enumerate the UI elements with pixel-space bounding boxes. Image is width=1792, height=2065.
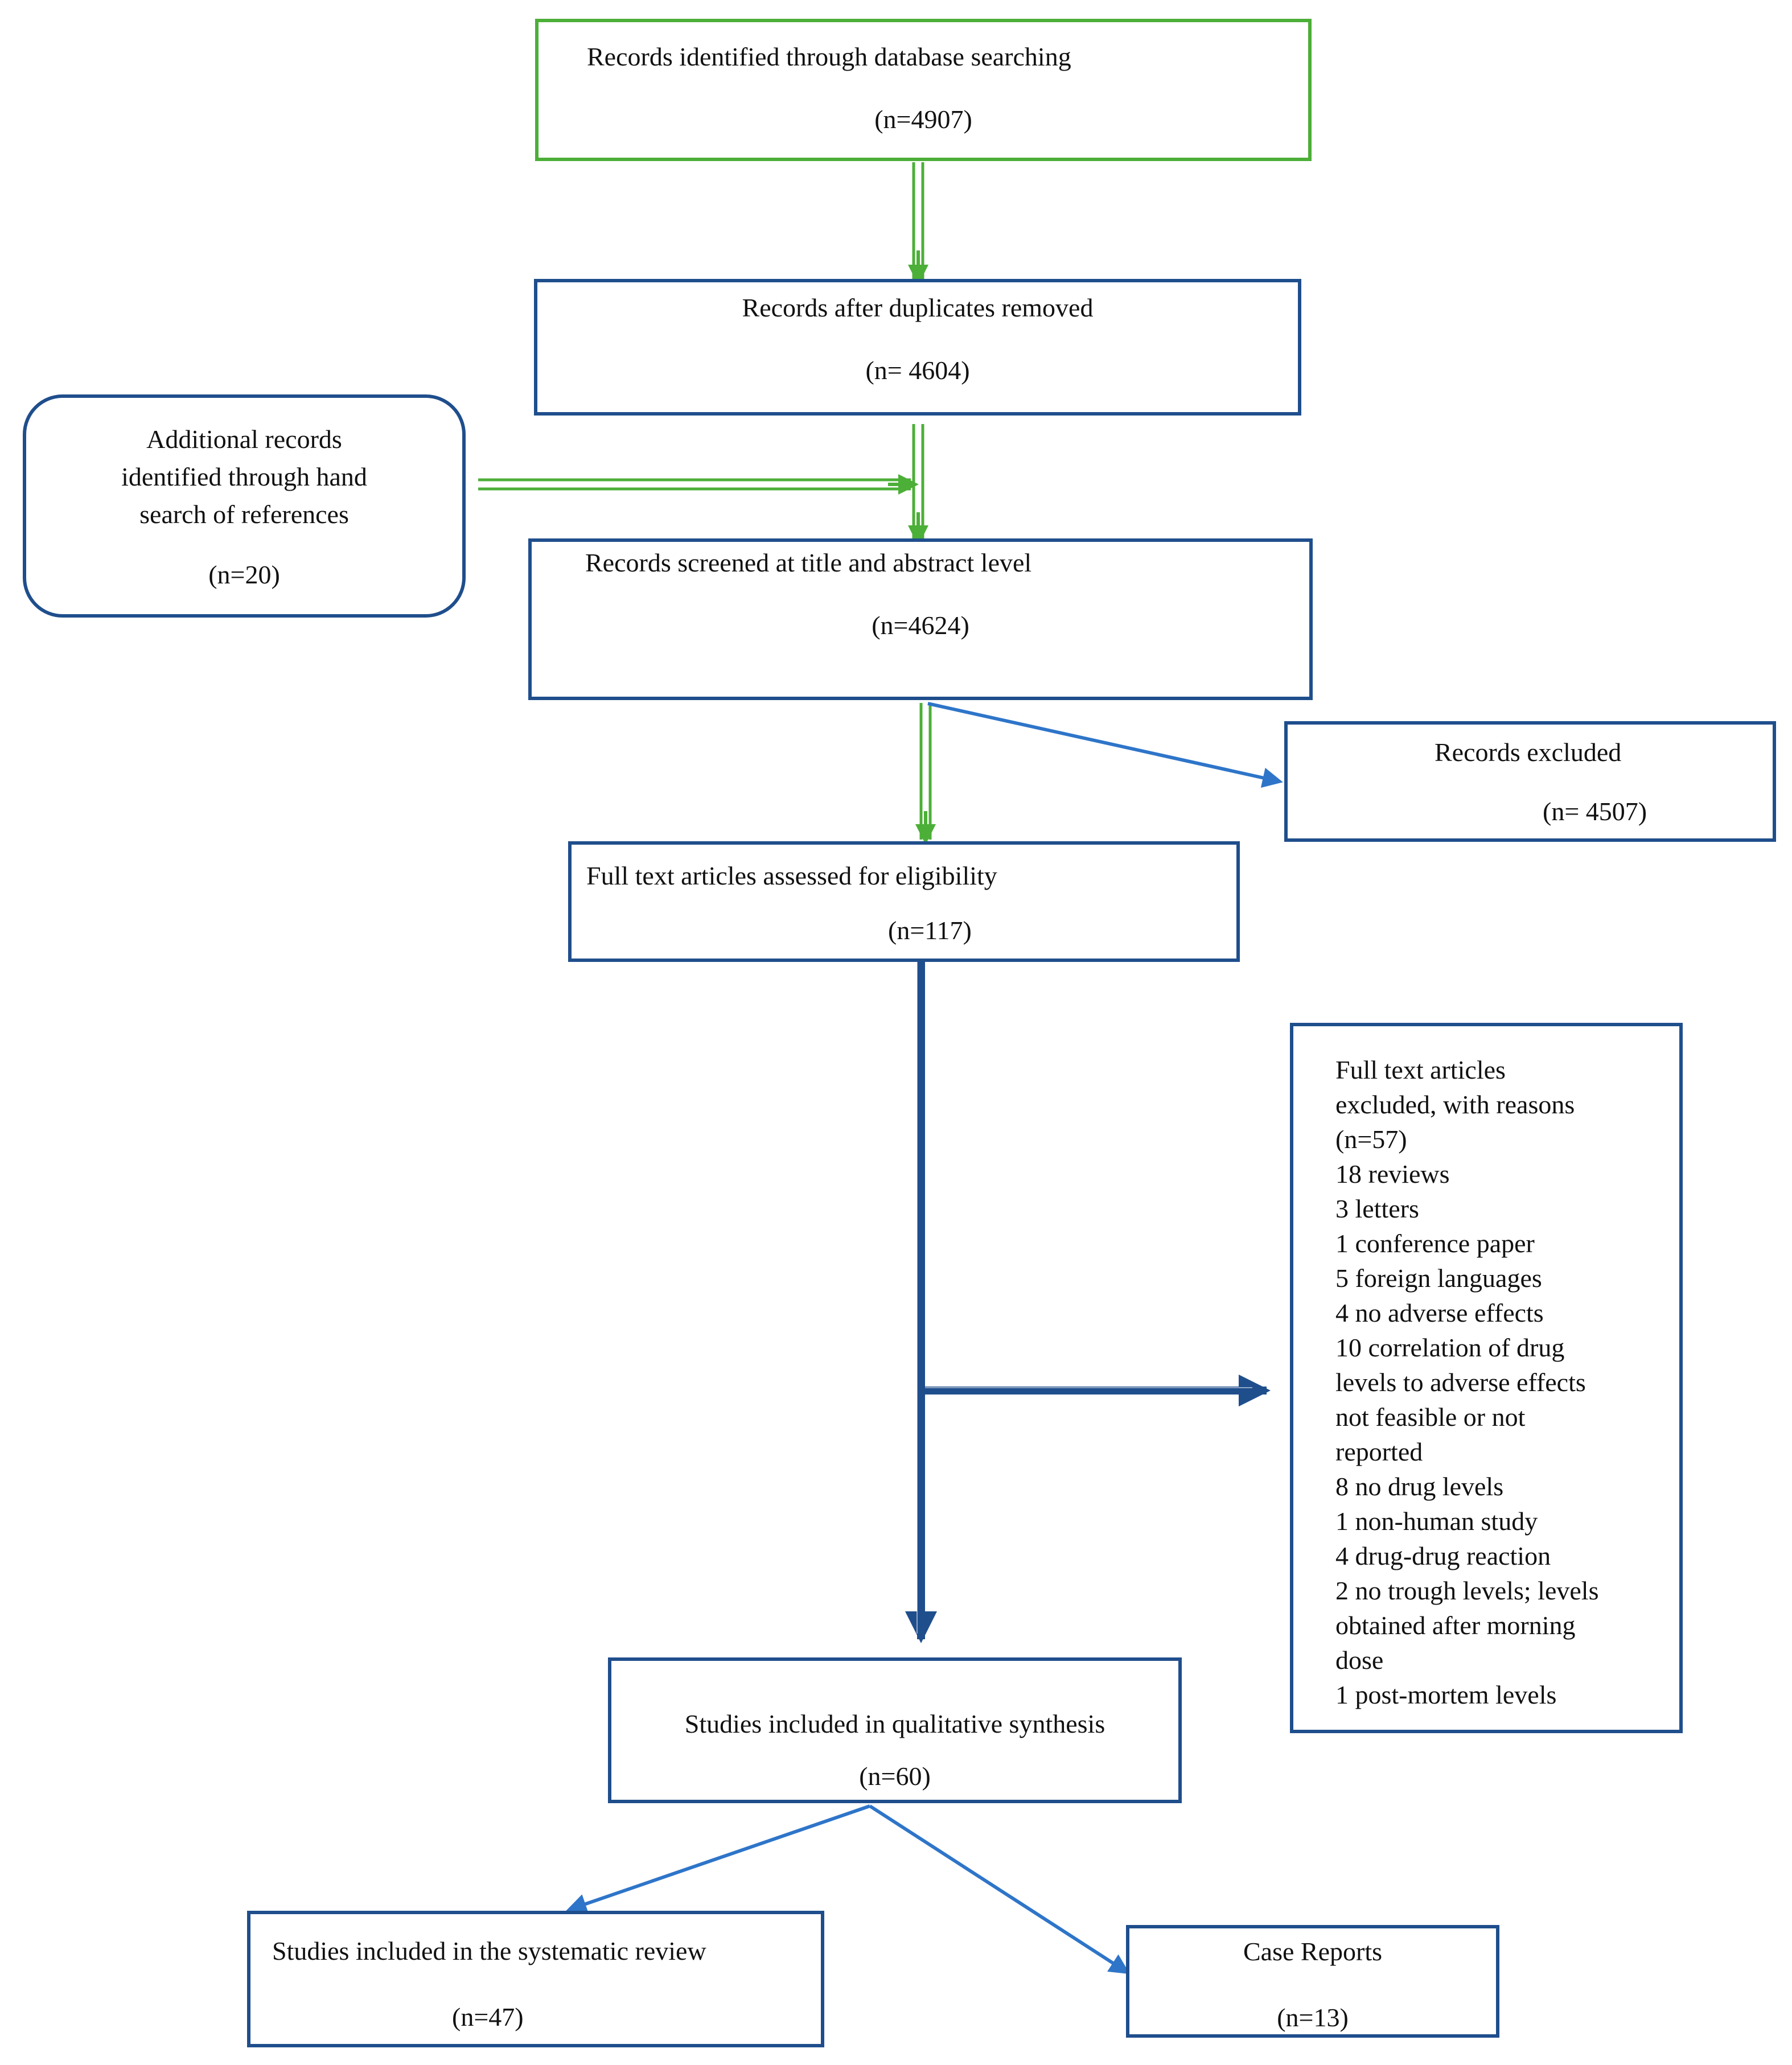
- exclusion-line: 2 no trough levels; levels: [1335, 1576, 1599, 1605]
- arrow-to-full-text-excluded: [921, 1375, 1271, 1406]
- arrow-qualitative-to-case-reports: [869, 1804, 1131, 1974]
- arrow-screened-to-full-text: [915, 703, 936, 845]
- records-excluded-count: (n= 4507): [1543, 797, 1647, 826]
- case-reports-title: Case Reports: [1243, 1937, 1382, 1966]
- duplicates-removed-box: Records after duplicates removed (n= 460…: [534, 279, 1301, 416]
- qualitative-synthesis-box: Studies included in qualitative synthesi…: [608, 1657, 1182, 1803]
- exclusion-line: 10 correlation of drug: [1335, 1333, 1565, 1362]
- records-screened-count: (n=4624): [872, 611, 969, 640]
- records-identified-box: Records identified through database sear…: [535, 19, 1312, 161]
- records-excluded-title: Records excluded: [1435, 738, 1622, 767]
- exclusion-line: dose: [1335, 1646, 1384, 1675]
- full-text-assessed-title: Full text articles assessed for eligibil…: [586, 861, 997, 890]
- arrow-full-text-to-qualitative: [905, 962, 937, 1643]
- full-text-excluded-list: Full text articles excluded, with reason…: [1335, 1052, 1598, 1712]
- records-identified-title: Records identified through database sear…: [587, 42, 1071, 71]
- hand-search-box: Additional records identified through ha…: [23, 394, 466, 618]
- exclusion-line: Full text articles: [1335, 1055, 1506, 1084]
- exclusion-line: 4 drug-drug reaction: [1335, 1541, 1551, 1570]
- full-text-excluded-box: Full text articles excluded, with reason…: [1290, 1023, 1683, 1733]
- full-text-assessed-box: Full text articles assessed for eligibil…: [568, 841, 1240, 962]
- exclusion-line: 5 foreign languages: [1335, 1264, 1542, 1293]
- records-screened-title: Records screened at title and abstract l…: [585, 548, 1032, 577]
- records-excluded-box: Records excluded (n= 4507): [1284, 721, 1776, 842]
- duplicates-removed-title: Records after duplicates removed: [742, 293, 1094, 322]
- exclusion-line: (n=57): [1335, 1125, 1407, 1154]
- hand-search-count: (n=20): [208, 560, 280, 589]
- exclusion-line: reported: [1335, 1437, 1423, 1466]
- arrow-qualitative-to-systematic: [566, 1804, 870, 1914]
- exclusion-line: 8 no drug levels: [1335, 1472, 1504, 1501]
- hand-search-line-1: Additional records: [146, 425, 342, 454]
- exclusion-line: 1 non-human study: [1335, 1507, 1538, 1536]
- records-screened-box: Records screened at title and abstract l…: [528, 538, 1313, 700]
- case-reports-count: (n=13): [1277, 2003, 1349, 2032]
- hand-search-line-2: identified through hand: [121, 462, 367, 491]
- exclusion-line: 18 reviews: [1335, 1159, 1450, 1188]
- exclusion-line: 3 letters: [1335, 1194, 1419, 1223]
- exclusion-line: levels to adverse effects: [1335, 1368, 1586, 1397]
- exclusion-line: obtained after morning: [1335, 1611, 1576, 1640]
- arrow-hand-search-to-flow: [478, 474, 919, 495]
- duplicates-removed-count: (n= 4604): [865, 356, 970, 385]
- exclusion-line: not feasible or not: [1335, 1402, 1526, 1431]
- exclusion-line: excluded, with reasons: [1335, 1090, 1575, 1119]
- systematic-review-count: (n=47): [452, 2002, 524, 2031]
- records-identified-count: (n=4907): [874, 105, 972, 134]
- qualitative-synthesis-count: (n=60): [859, 1762, 931, 1791]
- arrow-identified-to-duplicates: [908, 162, 928, 285]
- exclusion-line: 1 post-mortem levels: [1335, 1680, 1557, 1709]
- systematic-review-box: Studies included in the systematic revie…: [247, 1911, 824, 2047]
- arrow-screened-to-excluded: [927, 702, 1283, 788]
- qualitative-synthesis-title: Studies included in qualitative synthesi…: [684, 1709, 1105, 1738]
- exclusion-line: 4 no adverse effects: [1335, 1298, 1544, 1327]
- systematic-review-title: Studies included in the systematic revie…: [272, 1936, 706, 1965]
- case-reports-box: Case Reports (n=13): [1126, 1925, 1499, 2038]
- full-text-assessed-count: (n=117): [888, 916, 972, 945]
- exclusion-line: 1 conference paper: [1335, 1229, 1535, 1258]
- hand-search-line-3: search of references: [139, 500, 349, 529]
